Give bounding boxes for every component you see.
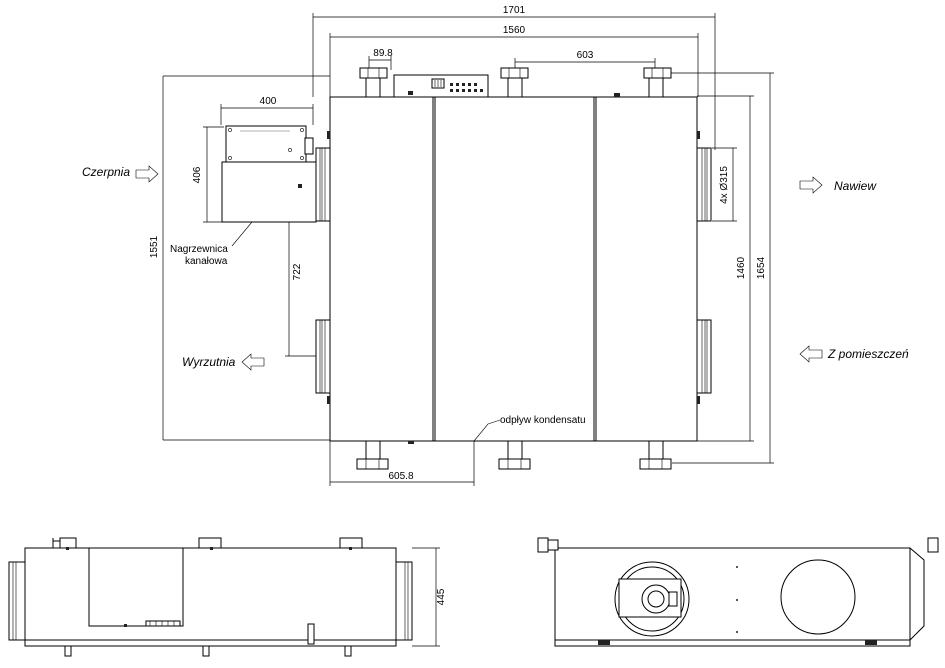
dimension-label-603: 603	[577, 50, 594, 61]
dimension-label-445: 445	[436, 588, 447, 605]
control-box	[393, 74, 489, 98]
dimension-overall-width: 1701	[312, 5, 716, 150]
dimension-duct-diameter: 4x Ø315	[712, 147, 737, 222]
hollow-arrow-left-icon	[241, 353, 265, 371]
flow-label-intake: Czerpnia	[82, 165, 159, 183]
flow-label-supply: Nawiew	[799, 176, 877, 194]
dimension-label-89-8: 89.8	[373, 48, 393, 59]
hollow-arrow-left-icon	[799, 345, 823, 363]
dimension-drain-offset: 605.8	[329, 441, 475, 486]
flow-label-exhaust-text: Wyrzutnia	[182, 355, 236, 369]
hanger-bracket-top-center	[500, 67, 529, 98]
hollow-arrow-right-icon	[799, 176, 823, 194]
dimension-heater-width: 400	[220, 96, 314, 125]
dimension-heater-height: 406	[192, 126, 224, 223]
dimension-label-1560: 1560	[503, 25, 526, 36]
dimension-label-1460: 1460	[736, 256, 747, 279]
dimension-label-406: 406	[192, 166, 203, 183]
duct-heater	[221, 125, 317, 223]
heater-label-line2: kanałowa	[185, 256, 228, 267]
top-view: 1701 1560 89.8 603 1551	[82, 5, 909, 486]
hanger-bracket-top-right	[643, 67, 672, 98]
duct-spigot-left-top	[315, 147, 331, 222]
dimension-inner-width: 1560	[329, 25, 699, 97]
duct-spigot-right-bottom	[696, 319, 712, 394]
unit-body	[327, 93, 700, 444]
dimension-left-height: 1551	[149, 75, 330, 441]
dimension-label-1551: 1551	[149, 235, 160, 258]
side-view-left: 445	[8, 537, 447, 657]
hanger-bracket-bottom-right	[639, 440, 672, 470]
dimension-label-1654: 1654	[756, 256, 767, 279]
dimension-bracket-width: 89.8	[368, 48, 393, 70]
duct-spigot-left-bottom	[315, 319, 331, 394]
heater-label: Nagrzewnica kanałowa	[170, 221, 253, 267]
dimension-right-height-outer: 1654	[660, 72, 774, 464]
dimension-label-605-8: 605.8	[388, 471, 413, 482]
dimension-label-duct-diameter: 4x Ø315	[719, 166, 730, 204]
flow-label-exhaust: Wyrzutnia	[182, 353, 265, 371]
dimension-right-height-inner: 1460	[697, 95, 754, 442]
flow-label-supply-text: Nawiew	[834, 179, 877, 193]
dimension-bracket-offset: 603	[514, 50, 656, 70]
hollow-arrow-right-icon	[135, 165, 159, 183]
dimension-label-400: 400	[260, 96, 277, 107]
duct-spigot-right-top	[696, 147, 712, 222]
flow-label-intake-text: Czerpnia	[82, 165, 130, 179]
condensate-label-text: odpływ kondensatu	[500, 415, 586, 426]
hanger-bracket-bottom-left	[356, 440, 389, 470]
hanger-bracket-bottom-center	[498, 440, 531, 470]
flow-label-from-room-text: Z pomieszczeń	[827, 347, 909, 361]
hanger-bracket-top-left	[359, 67, 388, 98]
side-view-right	[537, 537, 939, 647]
heater-label-line1: Nagrzewnica	[170, 244, 228, 255]
dimension-label-1701: 1701	[503, 5, 526, 16]
condensate-label: odpływ kondensatu	[473, 415, 586, 442]
flow-label-from-room: Z pomieszczeń	[799, 345, 909, 363]
dimension-label-722: 722	[292, 263, 303, 280]
